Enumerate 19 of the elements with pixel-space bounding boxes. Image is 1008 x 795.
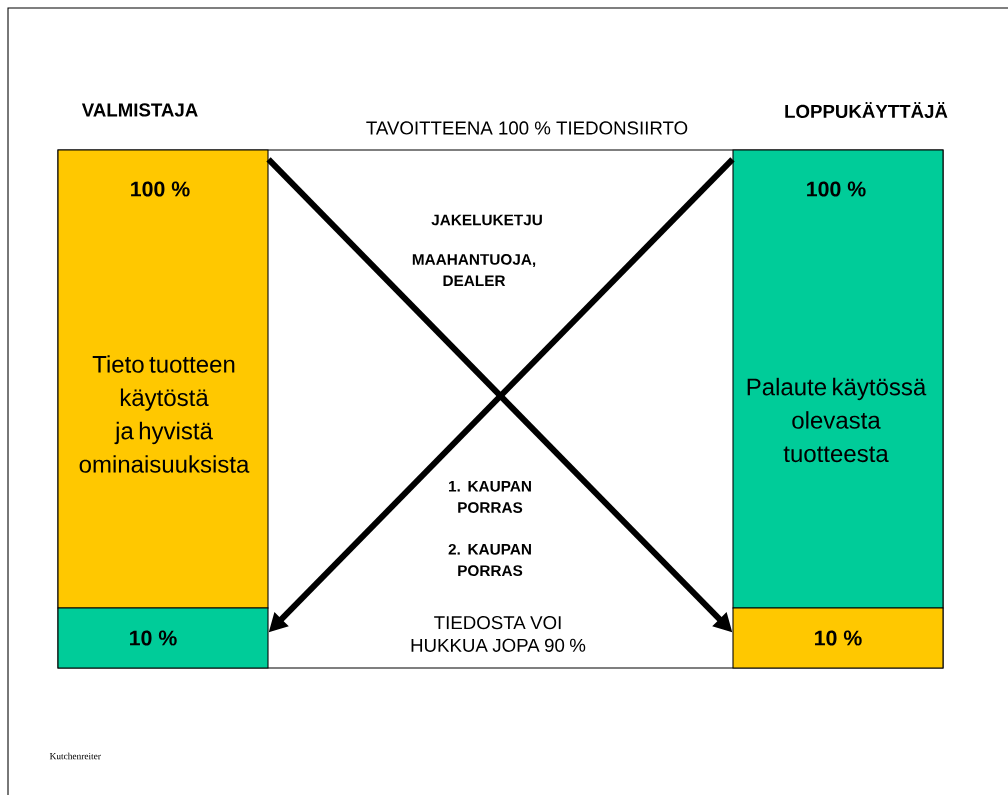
- list-item: 1. KAUPAN PORRAS: [449, 481, 531, 513]
- body-text: Tieto tuotteen käytöstä ja hyvistä ominaisuuksista: [79, 355, 250, 473]
- column-heading: LOPPUKÄYTTÄJÄ: [785, 101, 948, 119]
- author-note: Kutchenreiter: [49, 752, 101, 760]
- percentage-box: [732, 607, 944, 669]
- chain-heading: JAKELUKETJU: [431, 214, 542, 226]
- column-box: [732, 101, 948, 609]
- chain-text: MAAHANTUOJA, DEALER: [412, 253, 536, 286]
- column-box: [57, 103, 269, 609]
- column-heading: VALMISTAJA: [81, 103, 198, 117]
- body-text: Palaute käytössä olevasta tuotteesta: [747, 377, 927, 463]
- list-item: 2. KAUPAN PORRAS: [448, 543, 531, 577]
- percentage-box: [57, 607, 269, 669]
- loss-note: TIEDOSTA VOI HUKKUA JOPA 90 %: [411, 616, 586, 652]
- percentage-label: 10 %: [130, 630, 177, 646]
- percentage-label: 100 %: [807, 181, 866, 197]
- percentage-label: 100 %: [131, 181, 190, 197]
- goal-heading: TAVOITTEENA 100 % TIEDONSIIRTO: [366, 121, 688, 135]
- percentage-label: 10 %: [815, 630, 862, 646]
